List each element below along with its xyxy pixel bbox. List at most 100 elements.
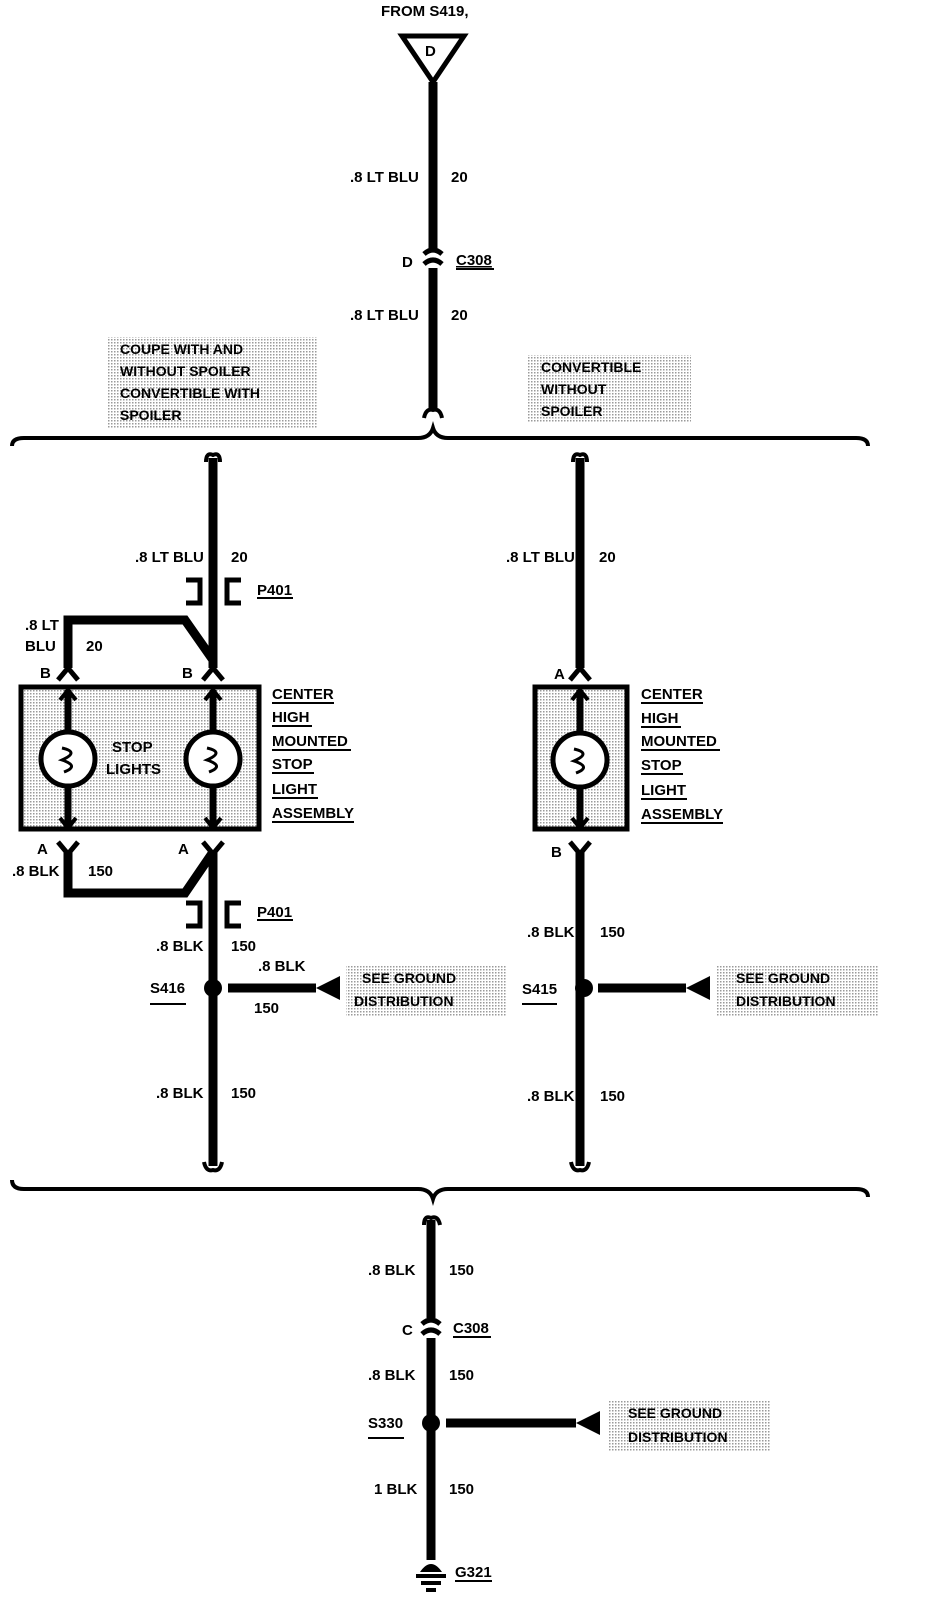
bottom-wire-2-label: .8 BLK [368,1367,416,1384]
s330-splice-dot [422,1414,440,1432]
blk-jumper-label: .8 BLK [12,863,60,880]
s416-splice-dot [204,979,222,997]
jumper-label-2: BLU [25,638,56,655]
s416-arrow-icon [316,976,340,1000]
right-pin-b: B [551,844,562,861]
bottom-wire-3-label: 1 BLK [374,1481,418,1498]
jumper-label-1: .8 LT [25,617,59,634]
svg-text:MOUNTED: MOUNTED [641,733,717,750]
bottom-wire-1-label: .8 BLK [368,1262,416,1279]
left-ground-note-1: SEE GROUND [362,970,456,986]
c308-top-connector-icon [422,247,444,256]
right-blk-circuit-1: 150 [600,924,625,941]
left-jumper-wire [63,615,217,668]
pin-a-right: A [178,841,189,858]
option-right-line-2: WITHOUT [541,381,607,397]
stop-lights-label-2: LIGHTS [106,761,161,778]
left-ground-note-2: DISTRIBUTION [354,993,454,1009]
top-wire-2-label: .8 LT BLU [350,307,419,324]
bottom-wire-2-circuit: 150 [449,1367,474,1384]
s416-wire-label: .8 BLK [258,958,306,975]
p401-top-name: P401 [257,582,292,599]
c308-bottom-connector-icon [420,1317,442,1326]
svg-text:ASSEMBLY: ASSEMBLY [641,806,723,823]
svg-text:HIGH: HIGH [641,710,679,727]
option-left-line-4: SPOILER [120,407,181,423]
wire-break-icon [422,407,444,419]
c308-top-pin: D [402,254,413,271]
bottom-wire-3-circuit: 150 [449,1481,474,1498]
left-blk-label-1: .8 BLK [156,938,204,955]
svg-text:ASSEMBLY: ASSEMBLY [272,805,354,822]
svg-text:STOP: STOP [641,757,682,774]
lower-brace [10,1179,870,1206]
top-wire-1-circuit: 20 [451,169,468,186]
bottom-wire-1-circuit: 150 [449,1262,474,1279]
right-pin-a: A [554,666,565,683]
p401-bottom-name: P401 [257,904,292,921]
svg-text:STOP: STOP [272,756,313,773]
right-ground-note-box [716,965,878,1017]
option-left-line-3: CONVERTIBLE WITH [120,385,260,401]
option-box-left [108,337,318,429]
right-blk-label-1: .8 BLK [527,924,575,941]
s330-arrow-icon [576,1411,600,1435]
stop-lights-label-1: STOP [112,739,153,756]
option-left-line-1: COUPE WITH AND [120,341,243,357]
blk-jumper-circuit: 150 [88,863,113,880]
left-blk-jumper-wire [63,849,217,898]
svg-text:HIGH: HIGH [272,709,310,726]
c308-bottom-name: C308 [453,1320,489,1337]
left-ground-note-box [346,966,506,1016]
from-s419-label: FROM S419, [381,3,469,20]
s330-name: S330 [368,1415,403,1432]
right-ground-note-2: DISTRIBUTION [736,993,836,1009]
left-wire-top-label: .8 LT BLU [135,549,204,566]
left-blk-label-2: .8 BLK [156,1085,204,1102]
left-blk-circuit-1: 150 [231,938,256,955]
s416-name: S416 [150,980,185,997]
svg-text:LIGHT: LIGHT [272,781,317,798]
s415-splice-dot [575,979,593,997]
option-left-line-2: WITHOUT SPOILER [120,363,251,379]
s416-wire-circuit: 150 [254,1000,279,1017]
jumper-circuit: 20 [86,638,103,655]
right-wire-break-icon [571,452,589,463]
option-right-line-1: CONVERTIBLE [541,359,641,375]
p401-bottom-connector-icon [186,900,203,929]
c308-top-name: C308 [456,252,492,269]
pin-b-right: B [182,665,193,682]
svg-text:CENTER: CENTER [272,686,334,703]
source-letter: D [425,43,436,60]
svg-text:CENTER: CENTER [641,686,703,703]
right-blk-label-2: .8 BLK [527,1088,575,1105]
lamp-left-icon [38,729,98,789]
left-assembly-label: CENTER HIGH MOUNTED STOP LIGHT ASSEMBLY [272,686,354,823]
lamp-right-icon [183,729,243,789]
right-blk-circuit-2: 150 [600,1088,625,1105]
source-triangle-icon [397,33,469,87]
svg-text:LIGHT: LIGHT [641,782,686,799]
p401-top-connector-icon [186,577,203,606]
ground-icon [416,1564,446,1592]
left-blk-circuit-2: 150 [231,1085,256,1102]
bottom-ground-note-box [608,1400,770,1452]
c308-bottom-pin: C [402,1322,413,1339]
right-ground-note-1: SEE GROUND [736,970,830,986]
s415-arrow-icon [686,976,710,1000]
left-wire-break-icon [204,452,222,463]
top-wire-2-circuit: 20 [451,307,468,324]
left-wire-top-circuit: 20 [231,549,248,566]
svg-text:MOUNTED: MOUNTED [272,733,348,750]
pin-a-left: A [37,841,48,858]
top-wire-1-label: .8 LT BLU [350,169,419,186]
option-box-right [527,355,691,423]
right-wire-top-circuit: 20 [599,549,616,566]
option-right-line-3: SPOILER [541,403,602,419]
pin-b-left: B [40,665,51,682]
s415-name: S415 [522,981,557,998]
g321-name: G321 [455,1564,492,1581]
bottom-ground-note-2: DISTRIBUTION [628,1429,728,1445]
upper-brace [10,421,870,447]
